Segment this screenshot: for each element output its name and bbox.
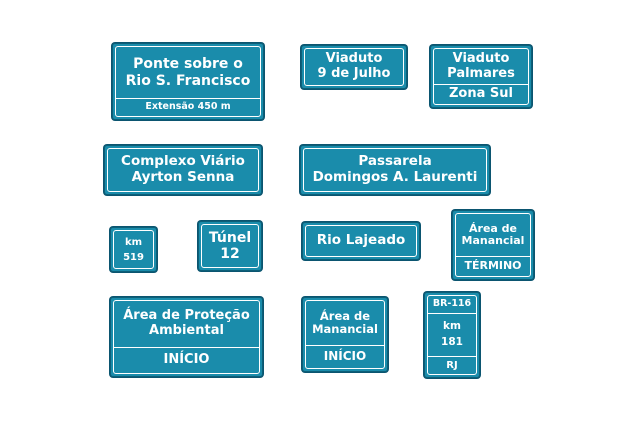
sign-highway-code: BR-116 — [432, 298, 472, 309]
sign-text: Área de — [469, 221, 517, 235]
sign-text: 181 — [441, 335, 463, 348]
sign-area-manancial-inicio: Área de Manancial INÍCIO — [302, 297, 388, 372]
sign-text: 519 — [123, 251, 144, 263]
sign-br-116-km-181-rj: BR-116 km 181 RJ — [424, 292, 480, 378]
sign-ponte-rio-sao-francisco: Ponte sobre o Rio S. Francisco Extensão … — [112, 43, 264, 120]
sign-text: Ponte sobre o — [133, 56, 243, 73]
sign-km-519: km 519 — [110, 227, 157, 272]
sign-text: Manancial — [461, 234, 525, 248]
sign-text: km — [124, 236, 143, 248]
sign-area-protecao-ambiental-inicio: Área de Proteção Ambiental INÍCIO — [110, 297, 263, 377]
sign-text: Complexo Viário — [121, 153, 245, 170]
sign-subtext: RJ — [446, 359, 458, 371]
sign-text: Passarela — [358, 153, 432, 170]
sign-complexo-viario: Complexo Viário Ayrton Senna — [104, 145, 262, 195]
sign-text: km — [443, 320, 461, 333]
sign-viaduto-9-de-julho: Viaduto 9 de Julho — [301, 45, 407, 89]
sign-text: Área de Proteção — [123, 308, 250, 324]
sign-text: Túnel — [208, 229, 252, 246]
sign-text: 9 de Julho — [317, 66, 391, 81]
sign-subtext: TÉRMINO — [464, 259, 522, 273]
sign-subtext: INÍCIO — [163, 352, 210, 368]
sign-passarela: Passarela Domingos A. Laurenti — [300, 145, 490, 195]
sign-text: Viaduto — [325, 51, 383, 67]
sign-subtext: Zona Sul — [449, 86, 513, 102]
sign-rio-lajeado: Rio Lajeado — [302, 222, 420, 260]
sign-text: Domingos A. Laurenti — [312, 169, 478, 185]
sign-text: 12 — [220, 246, 240, 262]
sign-subtext: Extensão 450 m — [145, 101, 231, 113]
sign-viaduto-palmares: Viaduto Palmares Zona Sul — [430, 45, 532, 108]
sign-text: Rio Lajeado — [316, 232, 406, 249]
sign-subtext: INÍCIO — [323, 349, 367, 364]
sign-text: Ayrton Senna — [131, 169, 235, 185]
sign-text: Viaduto — [452, 50, 510, 66]
sign-text: Manancial — [312, 322, 378, 337]
sign-text: Rio S. Francisco — [125, 72, 251, 89]
sign-text: Ambiental — [149, 323, 224, 339]
sign-text: Área de — [319, 308, 371, 323]
sign-text: Palmares — [447, 65, 515, 81]
sign-tunel-12: Túnel 12 — [198, 221, 262, 271]
sign-area-manancial-termino: Área de Manancial TÉRMINO — [452, 210, 534, 280]
